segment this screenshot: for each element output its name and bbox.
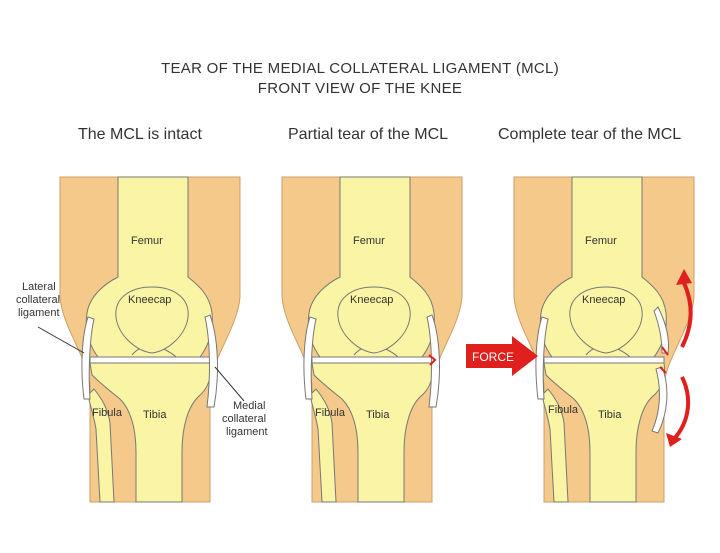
panel-complete-femur-label: Femur: [585, 235, 617, 247]
knee-panel-partial-tear: [281, 176, 463, 503]
upward-arrow-icon: [680, 282, 693, 348]
force-arrow: FORCE: [466, 336, 538, 376]
lateral-ligament-label-line-2: collateral: [16, 294, 60, 306]
medial-ligament-label-line-2: collateral: [222, 413, 266, 425]
panel-partial-femur-label: Femur: [353, 235, 385, 247]
medial-ligament-label-line-1: Medial: [233, 400, 265, 412]
tear-mark-upper: [661, 346, 669, 356]
medial-ligament-upper-fragment: [653, 306, 669, 354]
medial-collateral-ligament: [204, 314, 218, 408]
downward-arrow-head-icon: [666, 433, 682, 447]
panel-intact-heading: The MCL is intact: [78, 126, 202, 143]
panel-intact-femur-label: Femur: [131, 235, 163, 247]
panel-complete-tear-heading: Complete tear of the MCL: [498, 126, 682, 143]
panel-partial-kneecap-label: Kneecap: [350, 294, 393, 306]
panel-partial-fibula-label: Fibula: [315, 407, 346, 419]
force-label: FORCE: [472, 350, 514, 364]
medial-ligament-pointer: [214, 366, 245, 402]
panel-partial-tear-heading: Partial tear of the MCL: [288, 126, 449, 143]
lateral-ligament-label-line-1: Lateral: [22, 281, 56, 293]
panel-intact-fibula-label: Fibula: [92, 407, 123, 419]
panel-intact-tibia-label: Tibia: [143, 409, 167, 421]
panel-intact-kneecap-label: Kneecap: [128, 294, 171, 306]
diagram-title-line-2: FRONT VIEW OF THE KNEE: [257, 80, 463, 97]
diagram-title-line-1: TEAR OF THE MEDIAL COLLATERAL LIGAMENT (…: [161, 60, 559, 77]
panel-complete-tibia-label: Tibia: [598, 409, 622, 421]
upward-arrow-head-icon: [676, 269, 692, 285]
partial-tear-mark: [428, 354, 437, 366]
downward-arrow-icon: [672, 376, 691, 441]
panel-partial-tibia-label: Tibia: [366, 409, 390, 421]
medial-ligament-lower-fragment: [651, 366, 668, 434]
lateral-ligament-pointer: [37, 326, 85, 354]
panel-complete-kneecap-label: Kneecap: [582, 294, 625, 306]
tear-mark-lower: [659, 366, 667, 374]
panel-complete-fibula-label: Fibula: [548, 404, 579, 416]
knee-panel-intact: [37, 176, 245, 503]
knee-panel-complete-tear: [513, 176, 695, 503]
medial-ligament-label-line-3: ligament: [226, 426, 268, 438]
force-arrow-shape: [466, 336, 538, 376]
lateral-ligament-label-line-3: ligament: [18, 307, 60, 319]
